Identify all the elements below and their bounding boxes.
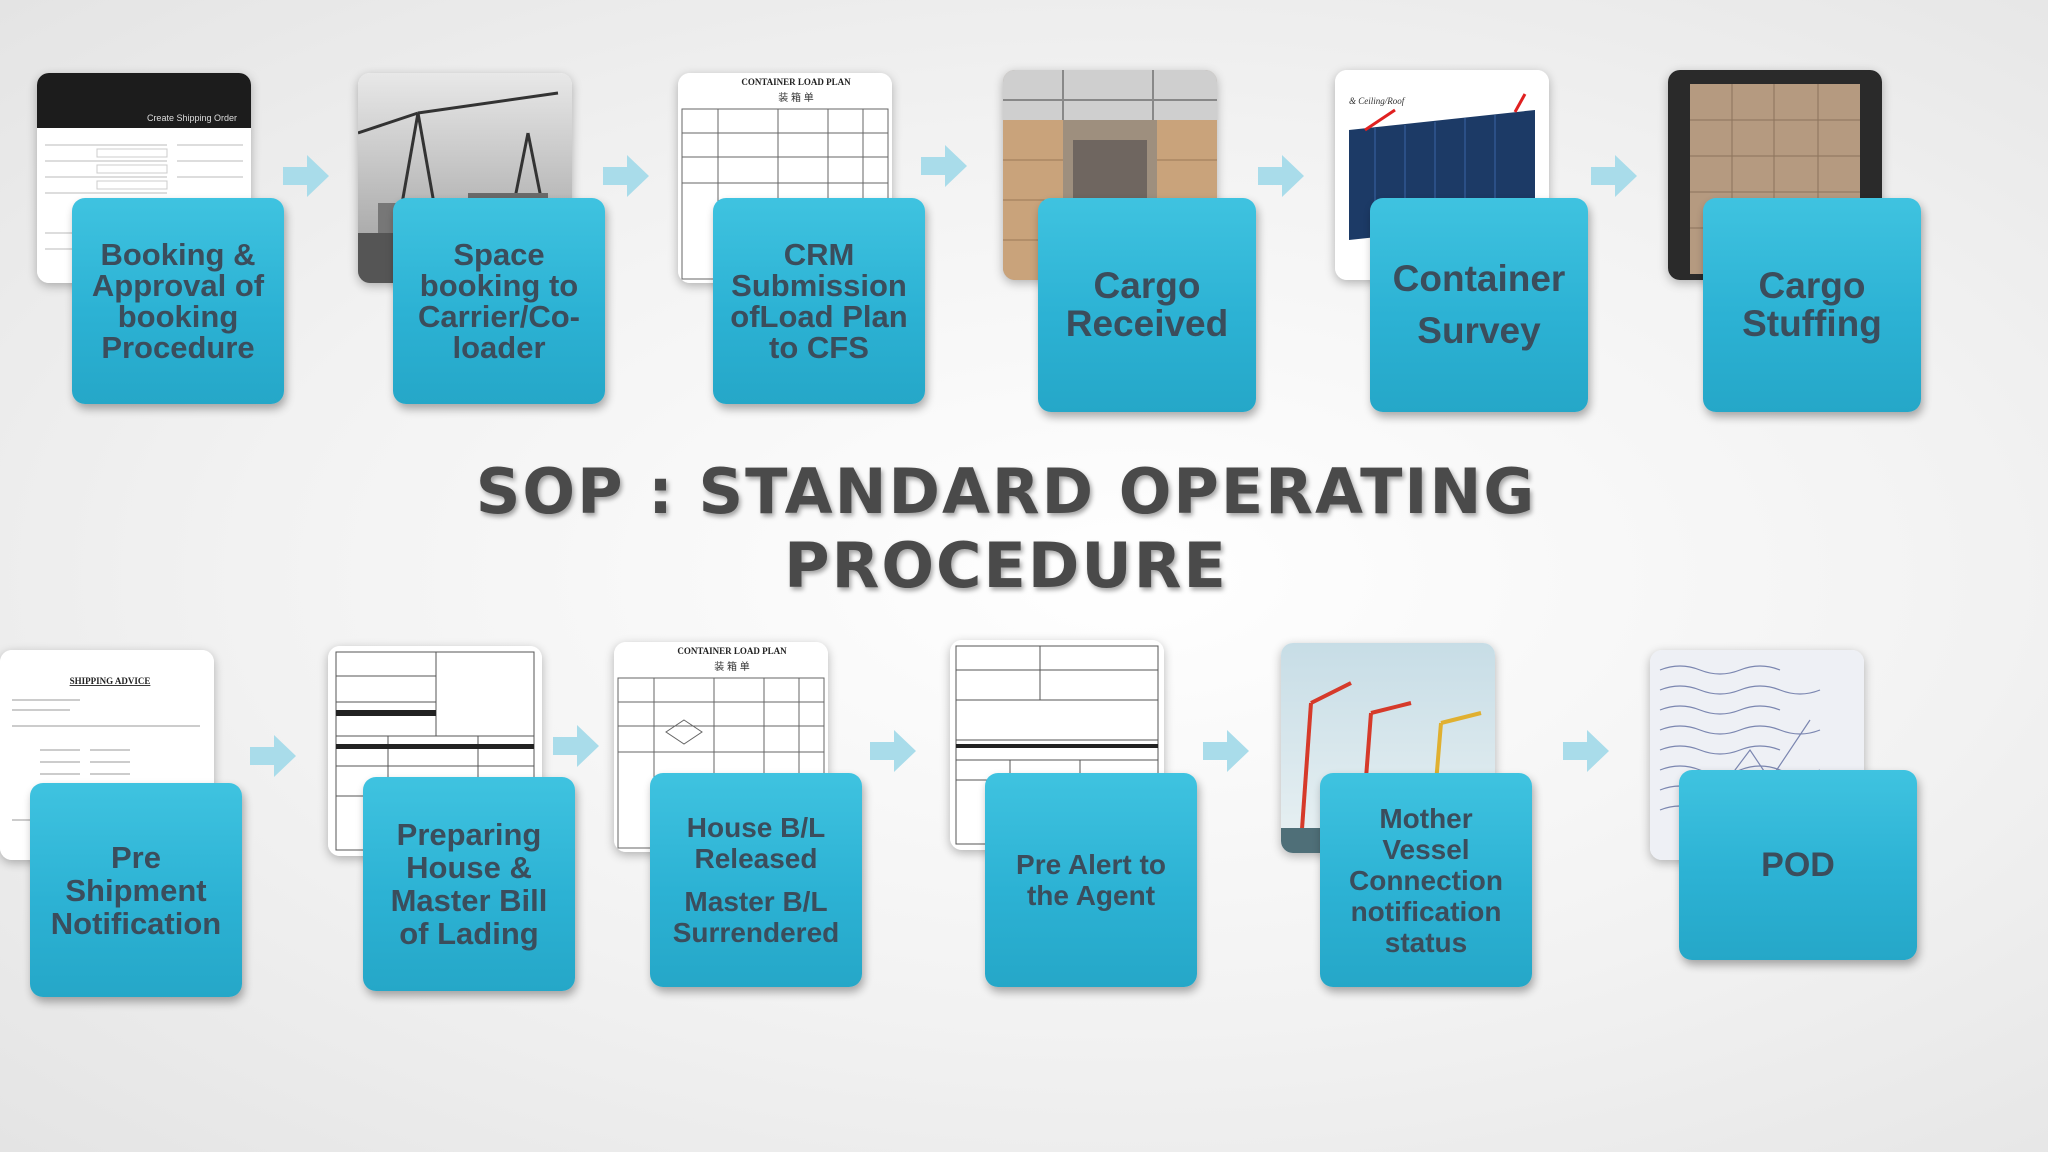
step-cargo-received: Cargo Received [1038, 198, 1256, 412]
step-pod-label: POD [1761, 846, 1835, 884]
flow-arrow-icon [283, 155, 329, 197]
flow-arrow-icon [1258, 155, 1304, 197]
svg-text:装 箱 单: 装 箱 单 [714, 660, 750, 673]
load-plan-caption: CONTAINER LOAD PLAN [741, 77, 851, 87]
step-mother-vessel: Mother Vessel Connection notification st… [1320, 773, 1532, 987]
thumb-warehouse-cargo [1003, 70, 1217, 280]
step-space-booking-label: Space booking to Carrier/Co- loader [418, 237, 580, 365]
step-container-survey: Container Survey [1370, 198, 1588, 412]
step-preparing-bill-of-lading-label: Preparing House & Master Bill of Lading [390, 817, 548, 951]
container-survey-caption: & Ceiling/Roof [1349, 96, 1406, 106]
flow-arrow-icon [870, 730, 916, 772]
step-booking-approval: Booking & Approval of booking Procedure [72, 198, 284, 404]
step-crm-submission: CRM Submission ofLoad Plan to CFS [713, 198, 925, 404]
step-pre-shipment-label: Pre Shipment Notification [50, 839, 222, 941]
step-master-bl-surrendered-label: Master B/L Surrendered [672, 886, 840, 948]
flow-arrow-icon [1563, 730, 1609, 772]
step-pod: POD [1679, 770, 1917, 960]
shipping-advice-caption: SHIPPING ADVICE [70, 676, 151, 686]
step-house-bl-released: House B/L Released Master B/L Surrendere… [650, 773, 862, 987]
step-pre-alert-label: Pre Alert to the Agent [1016, 849, 1166, 911]
flow-arrow-icon [553, 725, 599, 767]
step-pre-alert: Pre Alert to the Agent [985, 773, 1197, 987]
flow-arrow-icon [1203, 730, 1249, 772]
step-space-booking: Space booking to Carrier/Co- loader [393, 198, 605, 404]
flow-arrow-icon [603, 155, 649, 197]
step-house-bl-released-label: House B/L Released [686, 812, 826, 874]
step-crm-submission-label: CRM Submission ofLoad Plan to CFS [730, 237, 908, 365]
shipping-order-caption: Create Shipping Order [147, 113, 237, 123]
step-cargo-received-label: Cargo Received [1065, 265, 1229, 344]
load-plan-caption-2: CONTAINER LOAD PLAN [677, 646, 787, 656]
step-booking-approval-label: Booking & Approval of booking Procedure [91, 237, 265, 365]
page-title: SOP : STANDARD OPERATING PROCEDURE [475, 455, 1537, 602]
flow-arrow-icon [1591, 155, 1637, 197]
step-cargo-stuffing-label: Cargo Stuffing [1742, 265, 1882, 344]
step-preparing-bill-of-lading: Preparing House & Master Bill of Lading [363, 777, 575, 991]
step-pre-shipment: Pre Shipment Notification [30, 783, 242, 997]
step-mother-vessel-label: Mother Vessel Connection notification st… [1349, 802, 1503, 958]
flow-arrow-icon [250, 735, 296, 777]
svg-text:装 箱 单: 装 箱 单 [778, 91, 814, 104]
step-cargo-stuffing: Cargo Stuffing [1703, 198, 1921, 412]
flow-arrow-icon [921, 145, 967, 187]
step-container-survey-label: Container Survey [1392, 258, 1566, 351]
